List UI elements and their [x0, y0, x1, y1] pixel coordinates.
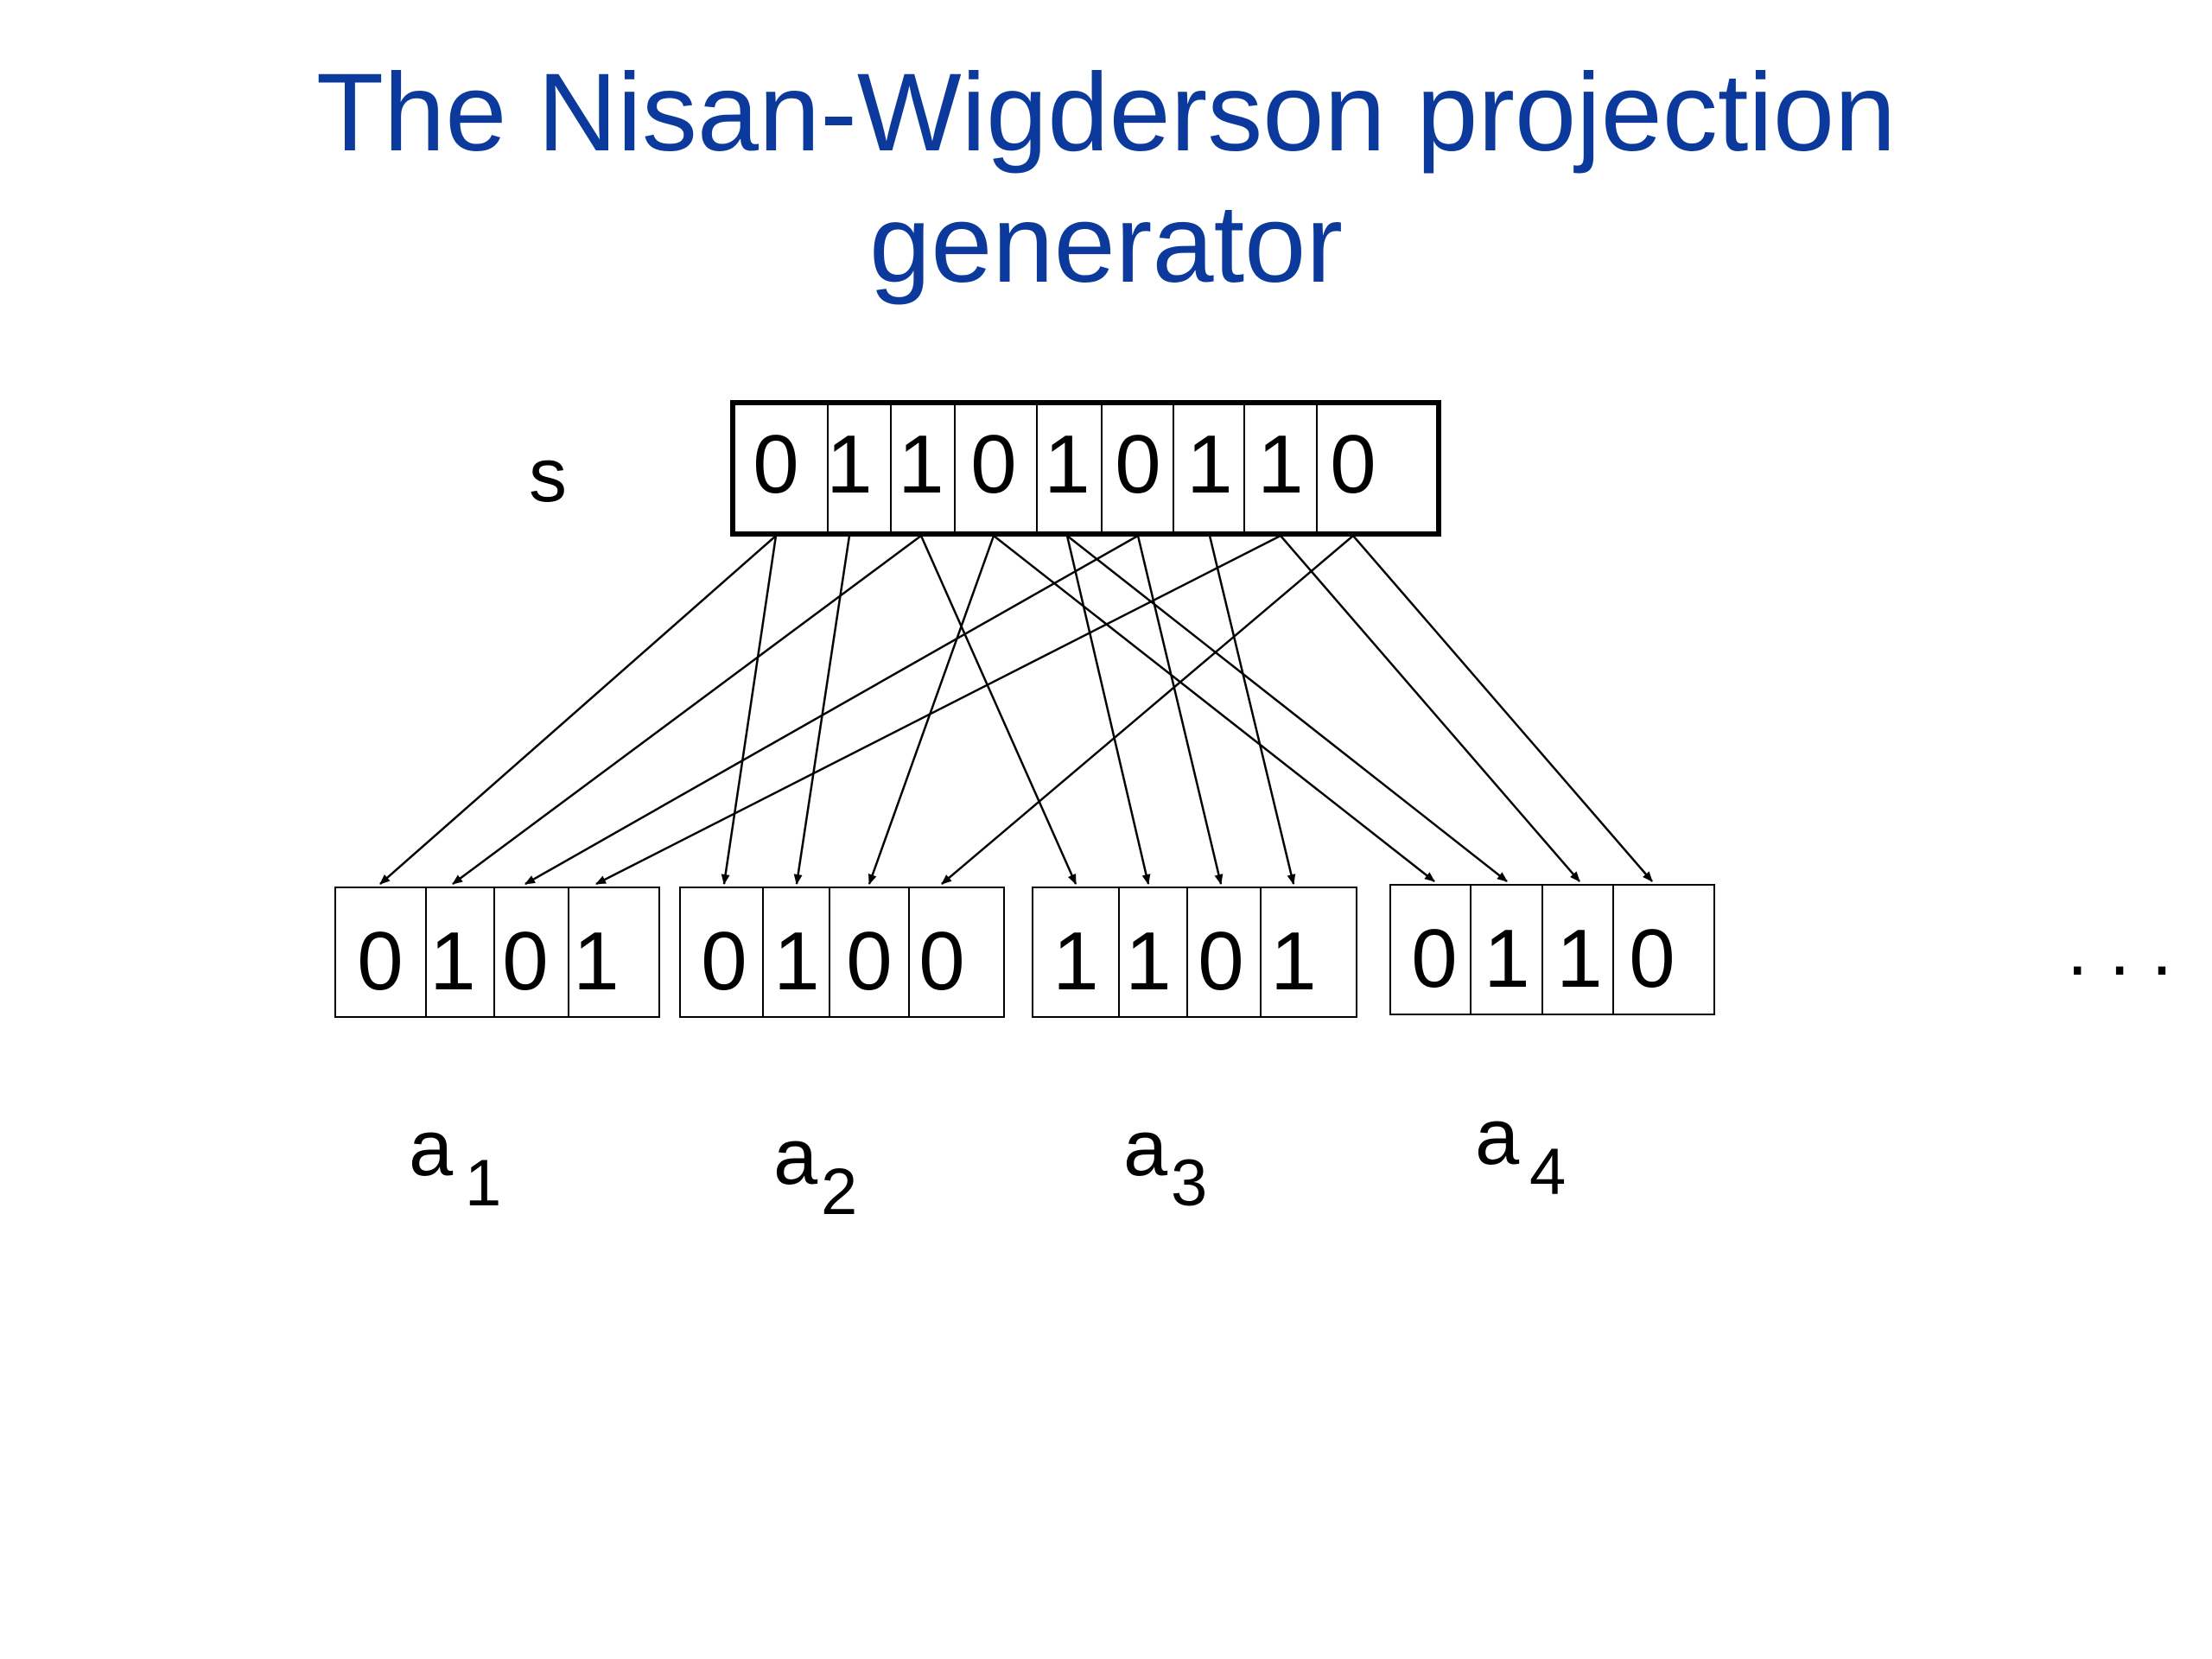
seed-bit-8: 0: [1330, 418, 1376, 511]
projection-arrow-2: [524, 534, 1139, 886]
output-1-bit-2: 0: [502, 915, 548, 1007]
seed-bit-3: 0: [970, 418, 1016, 511]
output-label-sub-2: 2: [821, 1155, 857, 1229]
output-box-frame: [679, 887, 1005, 1018]
output-3-bit-3: 1: [1270, 915, 1316, 1007]
output-label-2: a: [773, 1113, 818, 1201]
output-box-frame: [334, 887, 660, 1018]
output-4-bit-0: 0: [1411, 912, 1457, 1005]
output-label-sub-1: 1: [465, 1147, 501, 1220]
seed-bit-7: 1: [1257, 418, 1303, 511]
seed-bit-1: 1: [826, 418, 872, 511]
output-1-bit-0: 0: [357, 915, 403, 1007]
projection-arrow-8: [919, 535, 1077, 885]
output-3-bit-1: 1: [1125, 915, 1171, 1007]
projection-arrow-4: [721, 535, 778, 885]
output-3-bit-0: 1: [1052, 915, 1098, 1007]
projection-arrow-7: [941, 535, 1354, 885]
seed-bit-4: 1: [1044, 418, 1090, 511]
output-4-bit-2: 1: [1556, 912, 1602, 1005]
output-2-bit-1: 1: [773, 915, 819, 1007]
seed-bit-2: 1: [898, 418, 944, 511]
output-2-bit-2: 0: [846, 915, 892, 1007]
projection-arrow-14: [1280, 535, 1580, 882]
projection-arrow-10: [1136, 535, 1224, 885]
projection-arrow-5: [793, 535, 851, 885]
seed-bit-5: 0: [1115, 418, 1160, 511]
output-label-4: a: [1475, 1093, 1520, 1181]
seed-label: s: [529, 432, 567, 518]
projection-arrow-1: [452, 534, 922, 886]
output-2-bit-0: 0: [701, 915, 747, 1007]
seed-bit-0: 0: [753, 418, 798, 511]
projection-arrow-13: [1066, 535, 1508, 882]
projection-arrow-0: [379, 535, 777, 885]
projection-arrow-11: [1208, 535, 1296, 885]
page-title: The Nisan-Wigderson projection generator: [0, 48, 2212, 310]
output-box-frame: [1032, 887, 1357, 1018]
output-1-bit-3: 1: [573, 915, 619, 1007]
seed-bit-6: 1: [1186, 418, 1232, 511]
projection-arrow-3: [595, 534, 1281, 886]
output-box-frame: [1389, 884, 1715, 1015]
ellipsis: . . .: [2067, 906, 2172, 991]
projection-arrow-15: [1352, 535, 1653, 882]
title-line-2: generator: [869, 182, 1343, 306]
output-4-bit-1: 1: [1484, 912, 1529, 1005]
projection-arrows: [379, 534, 1653, 886]
output-label-sub-3: 3: [1171, 1147, 1207, 1220]
title-line-1: The Nisan-Wigderson projection: [315, 51, 1897, 175]
seed-box-frame: [730, 400, 1441, 537]
output-1-bit-1: 1: [429, 915, 475, 1007]
output-label-1: a: [409, 1104, 454, 1192]
output-2-bit-3: 0: [918, 915, 964, 1007]
output-label-3: a: [1123, 1104, 1168, 1192]
output-label-sub-4: 4: [1529, 1135, 1566, 1209]
output-4-bit-3: 0: [1629, 912, 1675, 1005]
output-3-bit-2: 0: [1198, 915, 1243, 1007]
projection-arrow-12: [993, 535, 1435, 882]
projection-arrow-6: [868, 535, 995, 885]
projection-arrow-9: [1065, 535, 1151, 885]
